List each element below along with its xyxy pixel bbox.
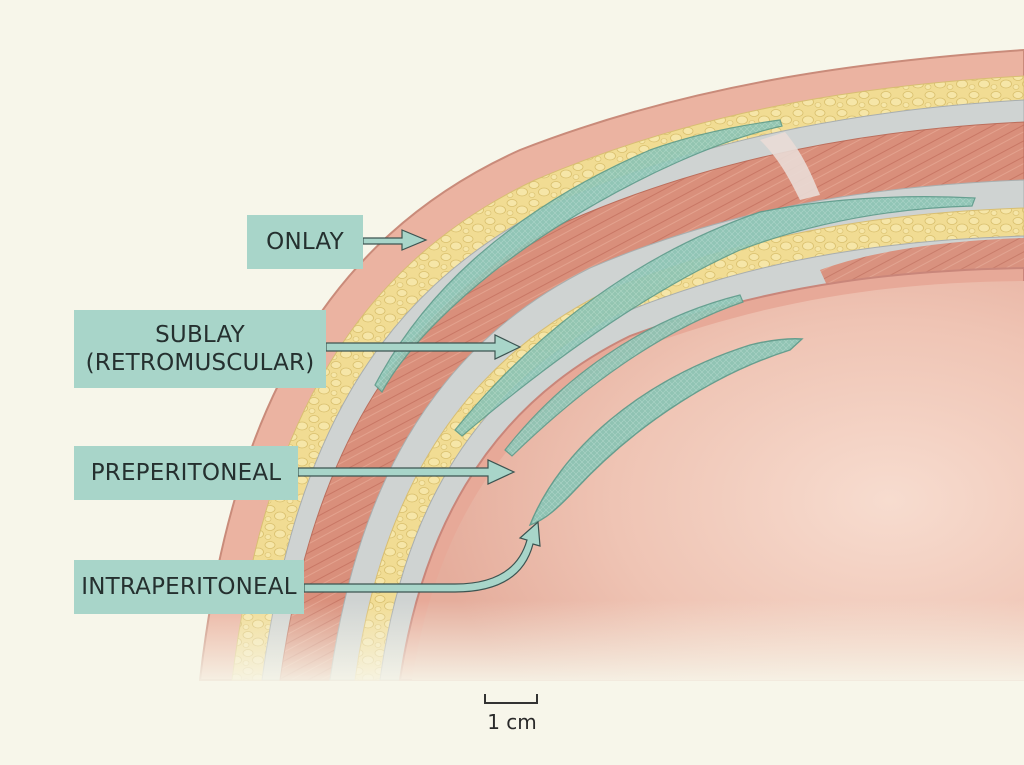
onlay-label: ONLAY <box>247 215 363 269</box>
intraperitoneal-label: INTRAPERITONEAL <box>74 560 304 614</box>
sublay-label-line2: (RETROMUSCULAR) <box>85 350 315 376</box>
scale-bar-label: 1 cm <box>487 710 537 734</box>
sublay-mesh <box>454 196 976 437</box>
preperitoneal-label: PREPERITONEAL <box>74 446 298 500</box>
onlay-arrow <box>362 229 428 251</box>
sublay-label-line1: SUBLAY <box>155 322 245 348</box>
sublay-arrow <box>325 334 522 360</box>
scale-bar: 1 cm <box>480 694 544 742</box>
onlay-label-text: ONLAY <box>266 229 344 255</box>
preperitoneal-label-text: PREPERITONEAL <box>90 460 282 486</box>
preperitoneal-mesh <box>504 294 744 457</box>
preperitoneal-arrow <box>297 459 516 485</box>
tendinous-intersection <box>760 132 820 200</box>
intraperitoneal-arrow <box>303 520 541 593</box>
intraperitoneal-mesh <box>528 338 804 527</box>
scale-bar-line <box>484 694 538 704</box>
bottom-fade <box>0 600 1024 690</box>
intraperitoneal-label-text: INTRAPERITONEAL <box>81 574 297 600</box>
sublay-label: SUBLAY (RETROMUSCULAR) <box>74 310 326 388</box>
onlay-mesh <box>374 119 783 393</box>
abdominal-cavity <box>412 281 1024 680</box>
